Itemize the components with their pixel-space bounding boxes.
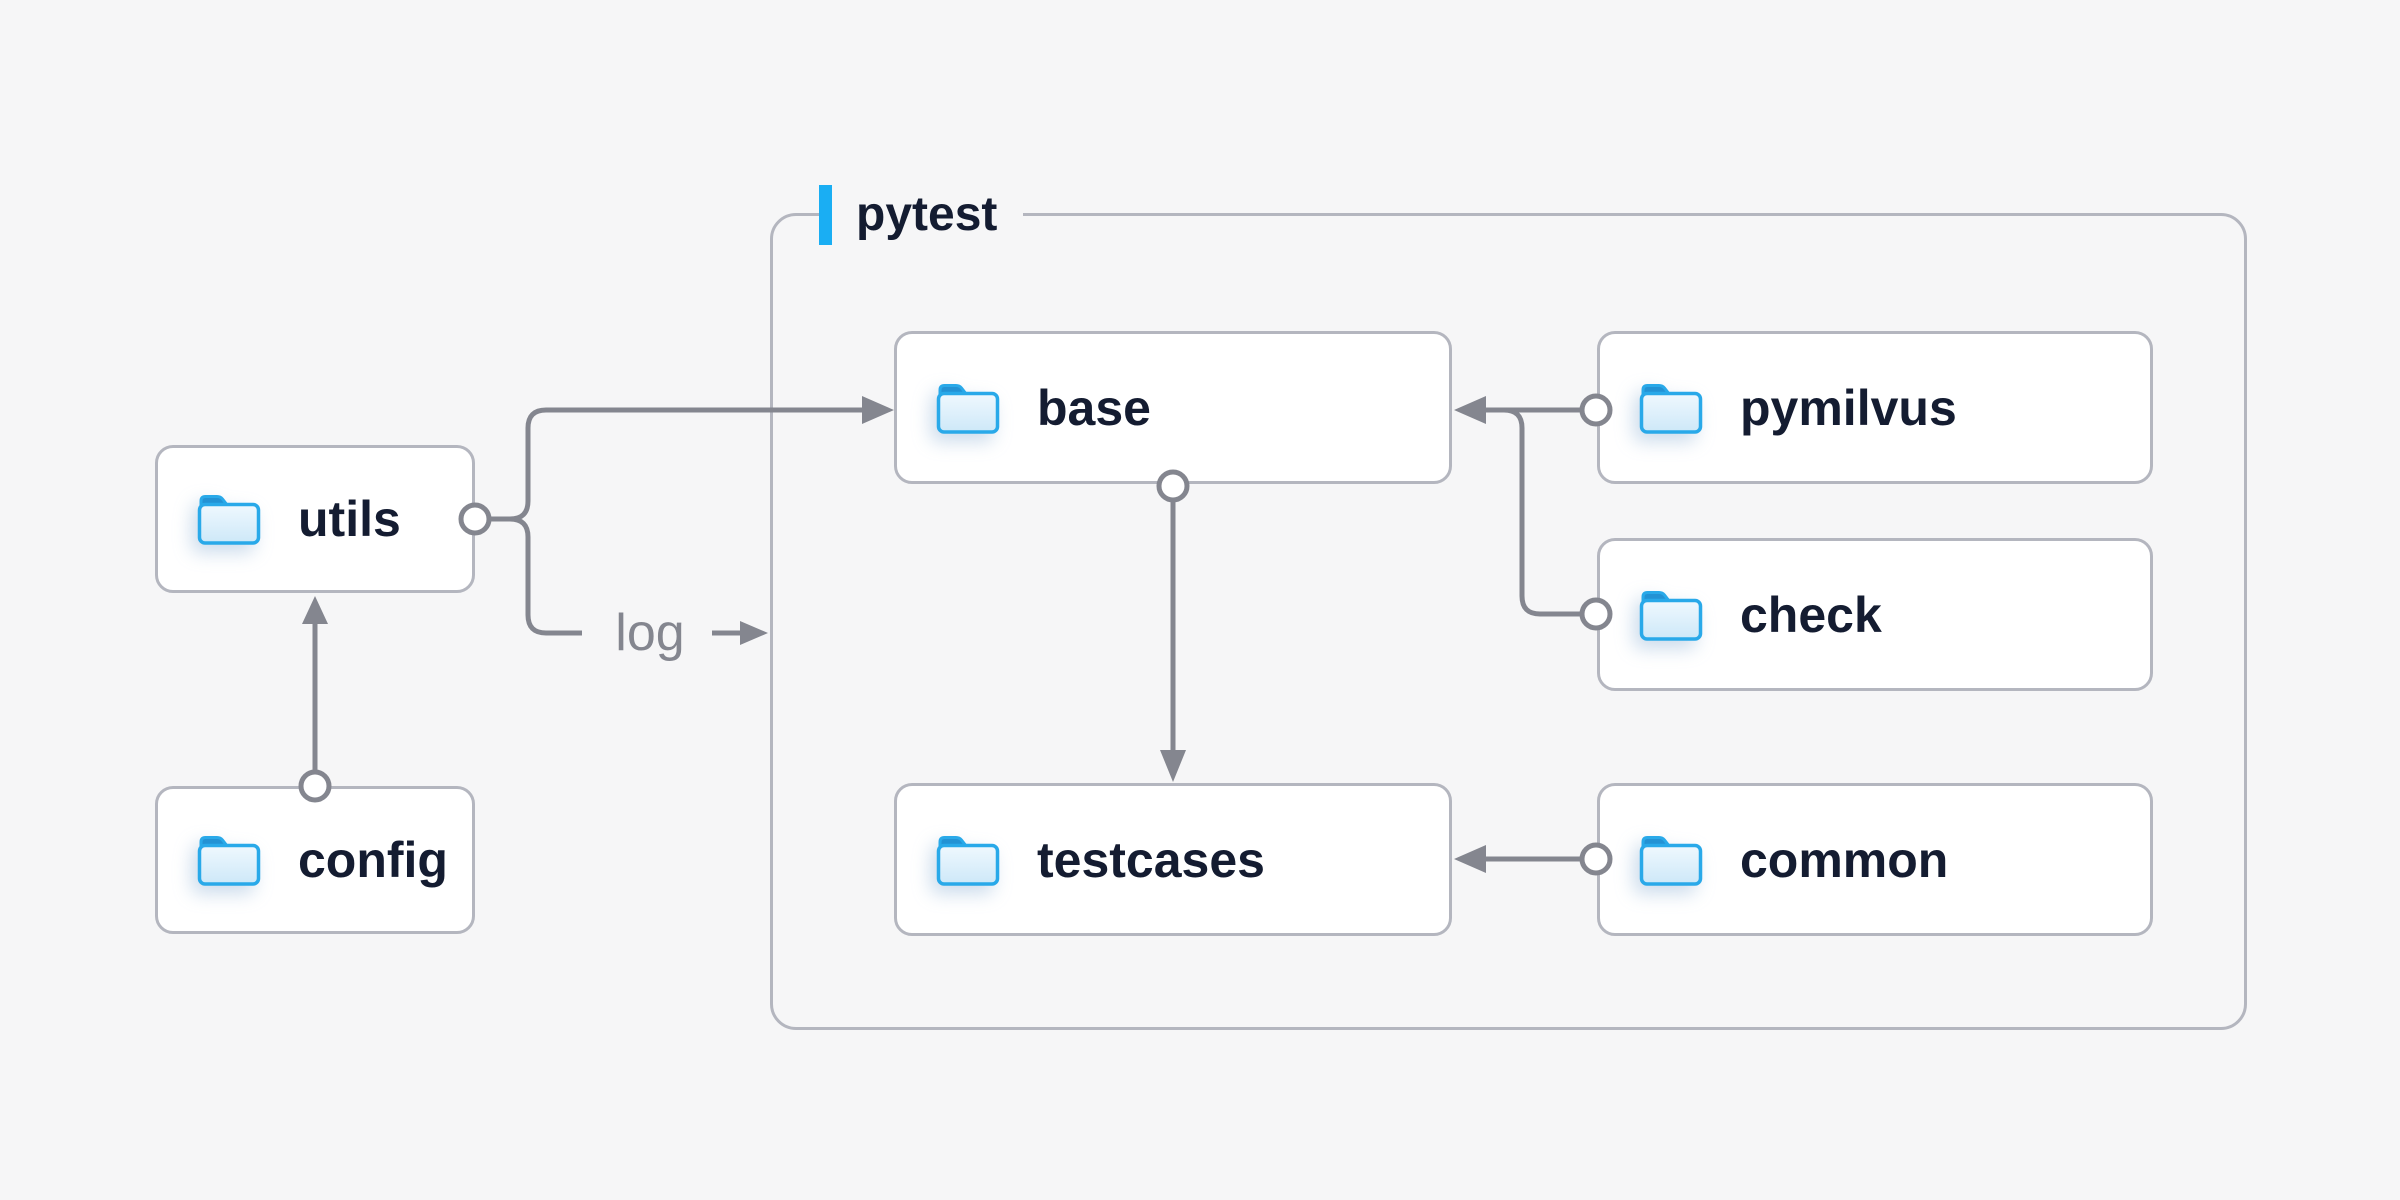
node-label: utils — [298, 491, 401, 547]
folder-icon — [936, 835, 1000, 886]
arrowhead-log — [740, 621, 768, 645]
folder-icon — [1639, 590, 1703, 641]
node-base[interactable]: base — [894, 331, 1452, 484]
folder-icon — [936, 383, 1000, 434]
edge-label-log: log — [615, 604, 685, 662]
arrowhead-into-utils — [302, 596, 328, 624]
pytest-group-label: pytest — [819, 183, 1024, 247]
node-config[interactable]: config — [155, 786, 475, 934]
node-common[interactable]: common — [1597, 783, 2153, 936]
accent-bar-icon — [819, 185, 832, 245]
folder-icon — [1639, 835, 1703, 886]
folder-icon — [197, 495, 261, 545]
folder-icon — [1639, 383, 1703, 434]
node-pymilvus[interactable]: pymilvus — [1597, 331, 2153, 484]
node-check[interactable]: check — [1597, 538, 2153, 691]
node-label: base — [1037, 379, 1151, 436]
node-utils[interactable]: utils — [155, 445, 475, 593]
pytest-group: pytest — [770, 183, 2247, 1030]
node-label: common — [1740, 831, 1949, 888]
node-label: config — [298, 832, 448, 888]
folder-icon — [197, 836, 261, 886]
node-testcases[interactable]: testcases — [894, 783, 1452, 936]
group-title: pytest — [856, 188, 998, 241]
node-label: check — [1740, 586, 1882, 643]
node-label: pymilvus — [1740, 379, 1957, 436]
edge-utils-log — [489, 516, 582, 636]
node-label: testcases — [1037, 831, 1265, 888]
